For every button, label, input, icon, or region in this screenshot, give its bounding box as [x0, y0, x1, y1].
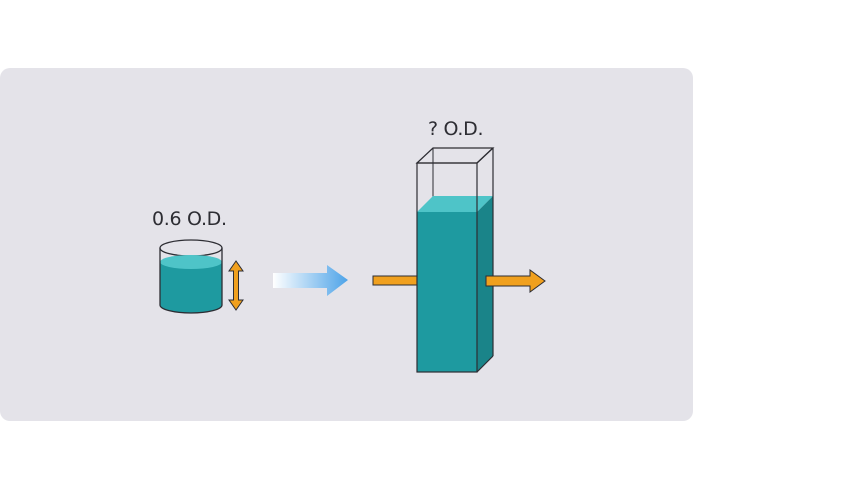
cuvette-icon [415, 147, 495, 373]
beaker-icon [159, 239, 223, 314]
double-arrow-vertical-icon [228, 260, 244, 311]
gradient-arrow-icon [273, 265, 348, 296]
large-od-label: ? O.D. [428, 118, 484, 140]
light-beam-out-icon [485, 269, 546, 293]
small-od-label: 0.6 O.D. [152, 208, 227, 230]
diagram-panel [0, 68, 693, 421]
light-beam-in-icon [372, 275, 418, 286]
